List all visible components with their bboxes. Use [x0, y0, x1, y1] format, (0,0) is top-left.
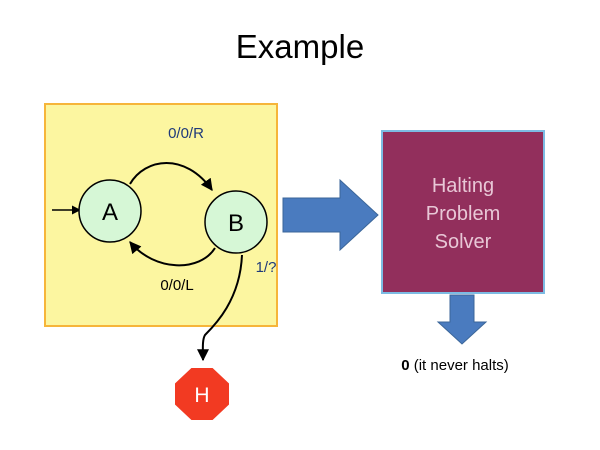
state-a [78, 179, 142, 243]
state-b-label: B [228, 210, 244, 237]
solver-label-line-2: Problem [425, 203, 501, 225]
input-arrow [282, 178, 379, 252]
solver-label: Halting Problem Solver [382, 172, 544, 256]
halt-state-label: H [194, 384, 209, 407]
halt-state [173, 366, 231, 422]
transition-label-a-to-b: 0/0/R [168, 125, 204, 142]
transition-b-to-a [129, 241, 216, 267]
output-arrow [436, 294, 488, 345]
transition-label-b-to-h: 1/? [256, 259, 277, 276]
slide-title: Example [235, 28, 365, 65]
transition-b-to-h [196, 254, 243, 362]
result-value: 0 [401, 357, 410, 374]
solver-label-line-1: Halting [431, 175, 495, 197]
result-note: (it never halts) [413, 357, 509, 374]
state-b [204, 190, 268, 254]
transition-label-b-to-a: 0/0/L [160, 277, 193, 294]
transition-a-to-b [129, 162, 213, 191]
state-a-label: A [102, 199, 118, 226]
solver-label-line-3: Solver [434, 231, 492, 253]
solver-box [381, 130, 545, 294]
result-text: 0 (it never halts) [370, 357, 540, 374]
